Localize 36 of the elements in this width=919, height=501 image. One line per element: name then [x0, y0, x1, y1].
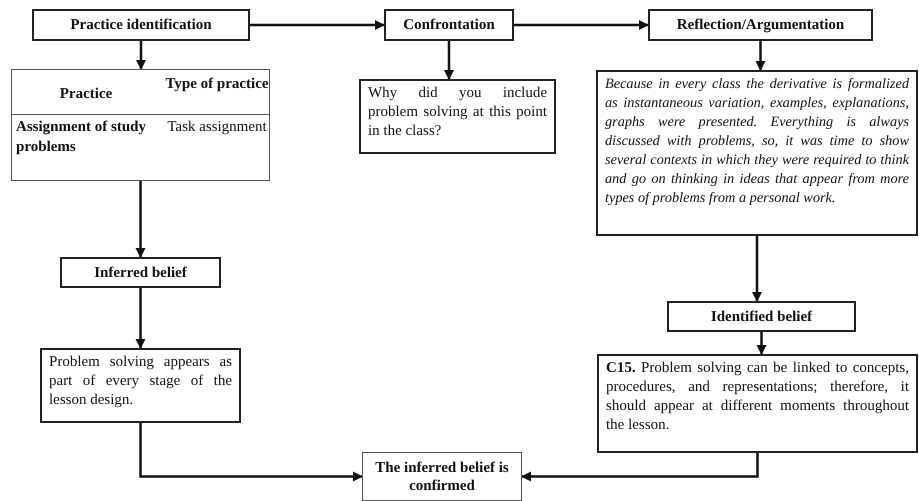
practice-table [11, 69, 270, 181]
belief-box [40, 348, 241, 423]
column-header: Type of practice [164, 75, 270, 94]
heading-text: Identified belief [710, 308, 814, 326]
belief-heading-box [60, 257, 221, 288]
belief-heading-box [667, 301, 856, 332]
stage-box [648, 9, 873, 41]
stage-box [384, 9, 514, 41]
arrow [136, 181, 146, 258]
column-header: Practice [58, 85, 114, 104]
conclusion-box [362, 452, 522, 501]
arrow [756, 332, 766, 355]
arrow [514, 20, 649, 30]
arrow [752, 236, 762, 302]
paragraph: Problem solving appears as part of every stage of the lesson design. [48, 353, 233, 410]
table-cell-text: Assignment of study problems [16, 118, 148, 157]
paragraph: Why did you include problem solving at this point in the class? [367, 84, 548, 141]
paragraph: Because in every class the derivative is formalized as instantaneous variation, examples, explanations, graphs were presented. Everything is always discussed with problems, so, it was time to show several contexts in which they were required to think and go on thinking in ideas that appear from more types of problems from a personal work. [604, 75, 910, 208]
arrow [139, 423, 363, 482]
argument-box [596, 70, 918, 236]
arrow [250, 20, 385, 30]
heading-text: The inferred belief is confirmed [374, 458, 510, 494]
heading-text: Practice identification [69, 16, 213, 34]
heading-text: Inferred belief [93, 264, 188, 282]
arrow [521, 453, 759, 482]
arrow [136, 288, 146, 349]
stage-box [32, 9, 250, 41]
paragraph: C15. Problem solving can be linked to concepts, procedures, and representations; therefore, it should appear at different moments throughout the lesson. [605, 359, 910, 435]
arrow [136, 41, 146, 70]
arrow [444, 41, 454, 80]
heading-text: Confrontation [402, 16, 496, 34]
table-cell-text: Task assignment [166, 118, 268, 137]
belief-box [597, 354, 918, 453]
arrow [756, 41, 766, 71]
question-box [359, 79, 556, 154]
heading-text: Reflection/Argumentation [676, 16, 846, 34]
